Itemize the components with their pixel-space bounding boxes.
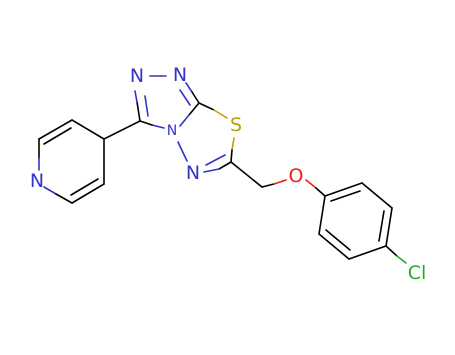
bond-ch2-o-b — [273, 179, 287, 185]
bond-o-ph-b — [315, 187, 326, 197]
atom-labels: N N S N N O N Cl — [30, 64, 426, 284]
bond-pyridine-c3-c2 — [38, 119, 73, 140]
bond-c3-n-topleft-inner — [144, 95, 149, 117]
bond-s-c2-b — [230, 149, 233, 163]
bond-c3-n-topleft-a — [136, 101, 141, 122]
atom-o-ether: O — [289, 165, 304, 187]
bond-pyridine-c4-c3-inner — [72, 128, 98, 144]
bond-ph-c4-c5-inner — [378, 210, 385, 242]
bond-ph-c6-c1-inner — [330, 190, 361, 202]
bond-pyridine-c3-c2-inner — [43, 127, 72, 145]
atom-n-triazole-top-right: N — [173, 64, 187, 86]
bond-pyridine-n-c6-a — [43, 186, 57, 195]
atom-n-thiadiazole: N — [186, 162, 200, 184]
bond-nthia-nbridge — [177, 141, 188, 162]
bond-nbridge-c3-b — [139, 120, 153, 126]
bonds — [38, 75, 407, 264]
atom-s-thiadiazole: S — [230, 114, 242, 136]
bond-ph-c5-c6 — [361, 182, 393, 209]
atom-n-pyridine: N — [30, 170, 44, 192]
bond-c3-n-topleft-b — [134, 90, 138, 103]
bond-pyridine-triazole — [103, 120, 141, 140]
bond-n-topright-c7a-inner — [179, 89, 191, 106]
bond-c2-ch2 — [230, 161, 263, 188]
atom-cl: Cl — [408, 262, 427, 284]
bond-pyridine-n-c6-b — [55, 193, 73, 204]
bond-ph-c1-c2 — [318, 195, 326, 235]
bond-c2-nthia-inner — [205, 154, 226, 166]
bond-c2-nthia-a — [218, 161, 232, 170]
bond-pyridine-c6-c5-inner — [70, 178, 99, 196]
bond-c7a-nbridge-b — [179, 114, 190, 127]
bond-n-topright-c7a-a — [185, 82, 193, 93]
bond-c-cl-b — [396, 255, 407, 264]
bond-ph-c2-c3-inner — [325, 229, 351, 251]
bond-pyridine-c6-c5 — [71, 183, 105, 204]
bond-ch2-o-a — [261, 183, 275, 188]
bond-c7a-nbridge-a — [188, 102, 200, 116]
bond-ph-c3-c4 — [348, 245, 387, 260]
bond-pyridine-c4-c3 — [71, 119, 105, 140]
bond-ph-c4-c5 — [385, 207, 393, 247]
bond-c2-nthia-b — [203, 168, 220, 173]
bond-nbridge-c3-a — [151, 124, 165, 129]
bond-c-cl-a — [385, 245, 398, 257]
atom-n-triazole-top-left: N — [130, 65, 144, 87]
bond-c7a-s-a — [198, 102, 215, 111]
atom-n-bridge: N — [167, 123, 177, 139]
bond-s-c2-a — [231, 137, 235, 151]
bond-c7a-s-b — [213, 109, 228, 119]
bond-ph-c6-c1 — [324, 182, 363, 197]
bond-n-topright-c7a-b — [191, 91, 200, 104]
bond-ph-c2-c3 — [318, 233, 350, 260]
bond-o-ph-a — [305, 179, 317, 189]
